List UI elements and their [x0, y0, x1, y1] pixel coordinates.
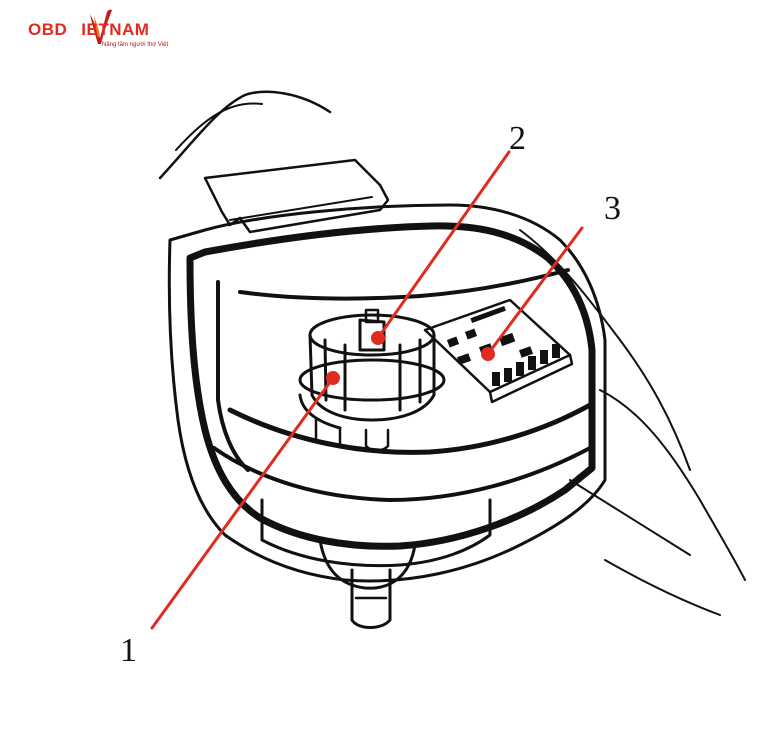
- callout-dot-2: [371, 331, 385, 345]
- brand-v-flame-icon: [90, 9, 112, 44]
- callout-line-2: [376, 150, 511, 340]
- callout-number-2: 2: [509, 120, 526, 157]
- brand-tagline: Nâng tầm người thợ Việt: [102, 42, 169, 48]
- callout-dot-3: [481, 347, 495, 361]
- brand-logo: OBD IETNAM Nâng tầm người thợ Việt: [28, 8, 198, 52]
- brand-name: OBD IETNAM: [28, 20, 149, 40]
- callout-line-3: [486, 226, 584, 356]
- callout-line-1: [150, 376, 335, 630]
- brand-name-right: IETNAM: [81, 20, 150, 39]
- brand-name-left: OBD: [28, 20, 68, 39]
- callout-number-3: 3: [604, 190, 621, 227]
- callout-dot-1: [326, 371, 340, 385]
- callout-number-1: 1: [120, 632, 137, 669]
